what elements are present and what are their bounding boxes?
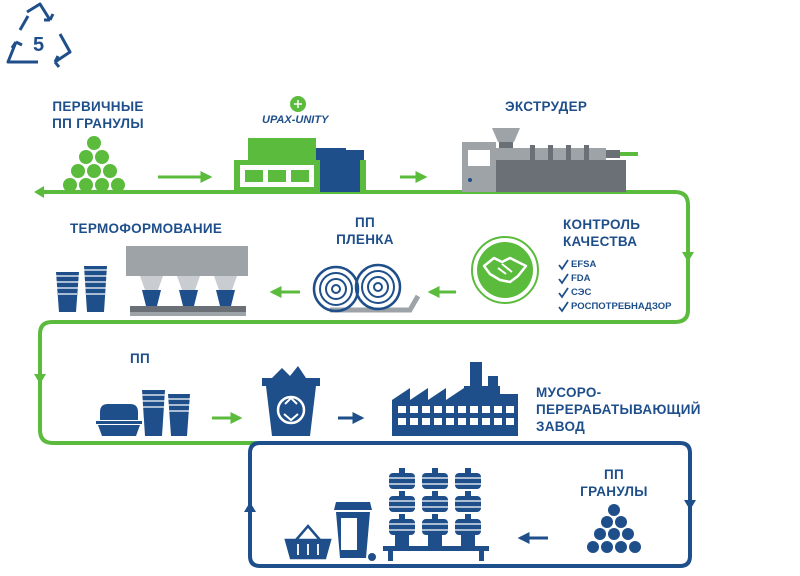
pp-products-icon <box>96 390 190 436</box>
label-pp-film: ПП ПЛЕНКА <box>330 214 400 248</box>
blue-flow-box <box>248 441 692 568</box>
label-primary-granules: ПЕРВИЧНЫЕ ПП ГРАНУЛЫ <box>44 98 152 132</box>
certification-checkmarks <box>558 259 569 313</box>
thermoforming-machine-icon <box>126 246 248 316</box>
flow-arrow-down-right <box>682 252 694 262</box>
label-recycling-plant-line1: МУСОРО- <box>536 385 602 400</box>
handshake-quality-icon <box>471 236 539 304</box>
label-recycling-plant-line2: ПЕРЕРАБАТЫВАЮЩИЙ <box>536 402 701 417</box>
flow-arrow-left-top <box>34 186 44 198</box>
label-quality-control: КОНТРОЛЬ КАЧЕСТВА <box>563 216 640 250</box>
cert-fda: FDA <box>571 273 591 284</box>
label-primary-granules-line1: ПЕРВИЧНЫЕ <box>52 99 144 114</box>
upax-factory-icon <box>234 96 366 192</box>
film-rolls-icon <box>312 263 421 313</box>
cert-ses: СЭС <box>571 287 592 298</box>
label-pp-film-line1: ПП <box>354 215 375 230</box>
cup-stacks-icon <box>56 266 107 312</box>
shopping-basket-icon <box>284 524 332 560</box>
cert-rospotrebnadzor: РОСПОТРЕБНАДЗОР <box>571 301 672 312</box>
label-pp-granules: ПП ГРАНУЛЫ <box>566 466 662 500</box>
cert-efsa: EFSA <box>571 259 597 270</box>
label-pp-granules-line2: ГРАНУЛЫ <box>580 484 648 499</box>
extruder-icon <box>462 128 638 192</box>
label-recycling-plant: МУСОРО- ПЕРЕРАБАТЫВАЮЩИЙ ЗАВОД <box>536 384 701 435</box>
label-quality-control-line2: КАЧЕСТВА <box>563 234 638 249</box>
blue-granules-pyramid-icon <box>587 504 641 553</box>
brand-logo-text: UPAX-UNITY <box>262 114 329 126</box>
label-primary-granules-line2: ПП ГРАНУЛЫ <box>52 116 144 131</box>
flow-arrow-down-blue <box>684 500 696 510</box>
label-extruder: ЭКСТРУДЕР <box>505 99 588 114</box>
bottle-rack-icon <box>383 468 489 561</box>
trash-can-icon <box>334 502 376 561</box>
label-recycling-plant-line3: ЗАВОД <box>536 419 586 434</box>
label-thermoforming: ТЕРМОФОРМОВАНИЕ <box>70 221 223 236</box>
label-pp-products: ПП <box>130 351 151 366</box>
label-pp-film-line2: ПЛЕНКА <box>336 232 394 247</box>
green-flow-line <box>38 190 690 445</box>
recycling-plant-icon <box>392 362 518 436</box>
flow-arrow-down-left <box>34 374 46 384</box>
recycling-bin-icon <box>262 366 320 436</box>
label-pp-granules-line1: ПП <box>603 467 624 482</box>
recycle-number: 5 <box>33 34 45 56</box>
flow-arrow-up-blue <box>244 502 256 512</box>
green-granules-pyramid-icon <box>63 136 125 192</box>
label-quality-control-line1: КОНТРОЛЬ <box>563 217 641 232</box>
recycle-triangle-icon <box>6 2 72 68</box>
